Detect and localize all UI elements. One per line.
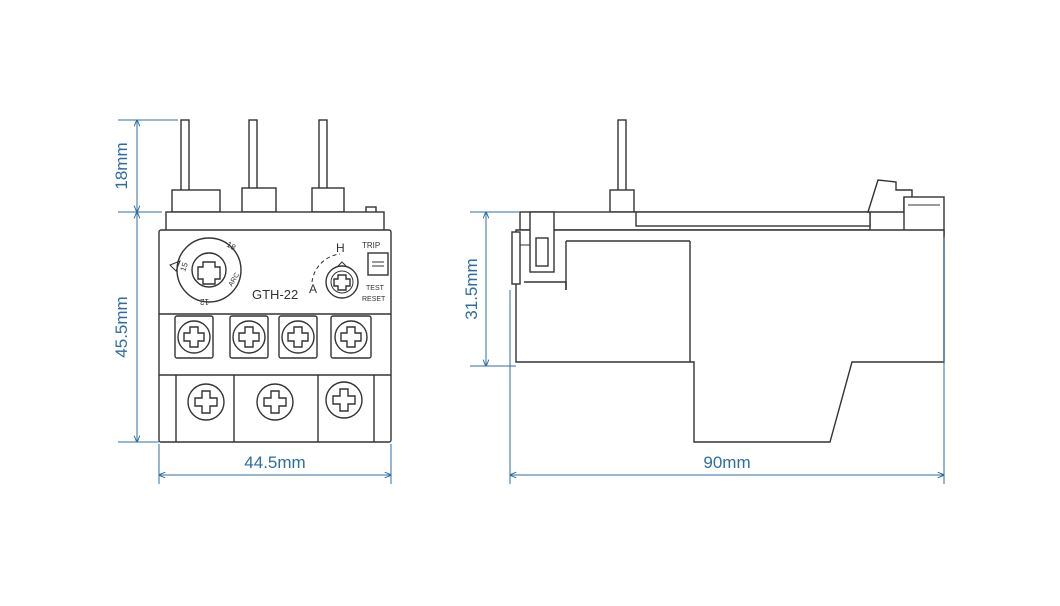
side-body xyxy=(515,229,945,443)
front-view: 15 18 12 ARC GTH-22 H A TRIP TEST RESET xyxy=(158,119,392,443)
test-label: TEST xyxy=(366,285,385,292)
mode-selector: H A xyxy=(309,241,359,299)
upper-terminals xyxy=(174,315,372,359)
dim-width: 44.5mm xyxy=(244,453,305,472)
top-plate xyxy=(165,211,385,232)
reset-label: RESET xyxy=(362,296,386,303)
dim-depth: 90mm xyxy=(703,453,750,472)
side-view xyxy=(511,119,945,443)
dim-body-height: 45.5mm xyxy=(112,296,131,357)
mode-a-label: A xyxy=(309,282,317,296)
dim-terminal-height: 18mm xyxy=(112,142,131,189)
lower-terminals xyxy=(175,375,375,442)
mode-h-label: H xyxy=(336,241,345,255)
dim-side-height: 31.5mm xyxy=(462,258,481,319)
terminal-pins xyxy=(171,119,377,214)
model-label: GTH-22 xyxy=(252,287,298,302)
dimension-lines xyxy=(118,120,944,484)
dial-tick-15: 15 xyxy=(178,261,190,273)
dial-tick-12: 12 xyxy=(200,297,209,306)
front-body xyxy=(158,229,392,443)
trip-label: TRIP xyxy=(362,241,380,250)
trip-window xyxy=(367,252,389,276)
